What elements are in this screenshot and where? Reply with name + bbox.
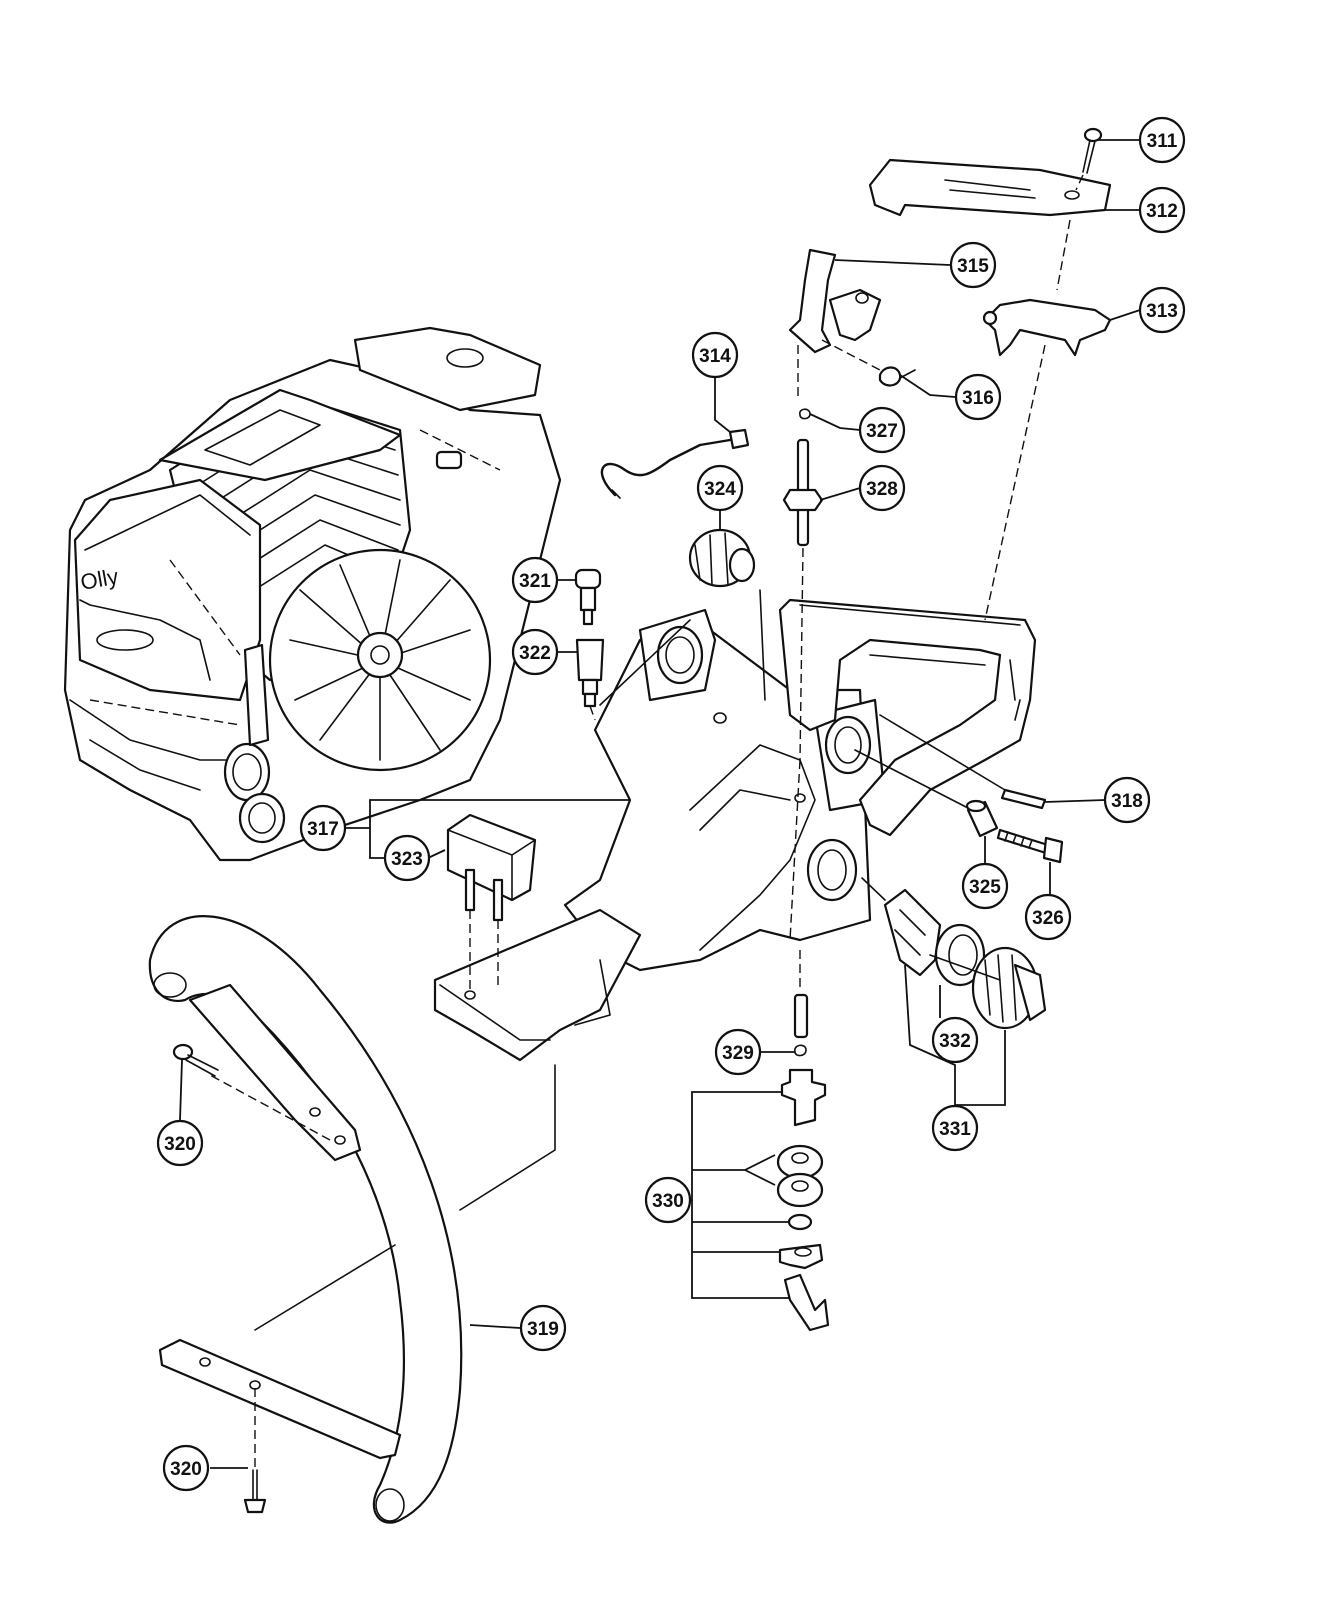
- callout-327-label: 327: [866, 421, 898, 442]
- part-328-pin: [782, 438, 824, 547]
- callout-321-label: 321: [519, 571, 551, 592]
- callout-316: 316: [954, 373, 1002, 421]
- callout-313: 313: [1138, 286, 1186, 334]
- callout-315-label: 315: [957, 256, 989, 277]
- part-326-bolt: [996, 828, 1064, 864]
- callout-332-label: 332: [939, 1031, 971, 1052]
- callout-320-upper: 320: [156, 1119, 204, 1167]
- callout-324: 324: [696, 464, 744, 512]
- callout-329-label: 329: [722, 1043, 754, 1064]
- part-315-throttle-trigger: [788, 248, 882, 354]
- callout-311: 311: [1138, 116, 1186, 164]
- callout-317-label: 317: [307, 819, 339, 840]
- part-313-throttle-latch: [982, 298, 1112, 357]
- part-320-screw-lower: [243, 1469, 267, 1514]
- part-321-plug: [574, 568, 602, 626]
- callout-326: 326: [1024, 893, 1072, 941]
- callout-312: 312: [1138, 186, 1186, 234]
- part-330-av-stack: [776, 1068, 830, 1332]
- callout-331-label: 331: [939, 1119, 971, 1140]
- callout-322-label: 322: [519, 643, 551, 664]
- leader-lines: [179, 139, 1141, 1469]
- callout-318: 318: [1103, 776, 1151, 824]
- callout-331: 331: [931, 1104, 979, 1152]
- callout-329: 329: [714, 1028, 762, 1076]
- part-312-top-cover: [868, 158, 1112, 217]
- callout-314-label: 314: [699, 346, 731, 367]
- callout-315: 315: [949, 241, 997, 289]
- part-311-screw: [1082, 127, 1103, 174]
- callout-312-label: 312: [1146, 201, 1178, 222]
- callout-330: 330: [644, 1176, 692, 1224]
- callout-332: 332: [931, 1016, 979, 1064]
- callout-323-label: 323: [391, 849, 423, 870]
- callout-328: 328: [858, 464, 906, 512]
- part-314-wire: [600, 428, 750, 499]
- part-323-rubber-block: [446, 813, 537, 922]
- part-331-cap-strap: [883, 888, 942, 977]
- callout-319: 319: [519, 1304, 567, 1352]
- callout-320-upper-label: 320: [164, 1134, 196, 1155]
- callout-330-label: 330: [652, 1191, 684, 1212]
- callout-328-label: 328: [866, 479, 898, 500]
- part-325-sleeve: [965, 799, 999, 838]
- part-331-cap: [971, 946, 1047, 1030]
- part-324-av-mount: [688, 528, 756, 588]
- callout-311-label: 311: [1147, 131, 1178, 152]
- callout-323: 323: [383, 834, 431, 882]
- part-329-pin: [793, 993, 809, 1057]
- callout-313-label: 313: [1146, 301, 1178, 322]
- callout-314: 314: [691, 331, 739, 379]
- callout-326-label: 326: [1032, 908, 1064, 929]
- muffler: Olly: [73, 478, 262, 702]
- callout-318-label: 318: [1111, 791, 1143, 812]
- callout-325-label: 325: [969, 877, 1001, 898]
- flywheel-fan: [268, 548, 492, 772]
- part-319-front-handle-bar: [148, 915, 463, 1524]
- callout-316-label: 316: [962, 388, 994, 409]
- callout-320-lower-label: 320: [170, 1459, 202, 1480]
- callout-324-label: 324: [704, 479, 736, 500]
- part-327-clip: [799, 408, 811, 420]
- callout-319-label: 319: [527, 1319, 559, 1340]
- part-322-fitting: [575, 638, 605, 708]
- callout-321: 321: [511, 556, 559, 604]
- part-316-spring: [878, 366, 916, 387]
- engine-block: Olly: [63, 326, 562, 862]
- assembly-lines: [209, 174, 1084, 1470]
- callout-327: 327: [858, 406, 906, 454]
- callout-317: 317: [299, 804, 347, 852]
- callout-320-lower: 320: [162, 1444, 210, 1492]
- rear-handle-tank-assembly: [433, 598, 1037, 1062]
- part-318-pin: [1000, 788, 1047, 810]
- callout-325: 325: [961, 862, 1009, 910]
- callout-322: 322: [511, 628, 559, 676]
- part-320-screw-upper: [172, 1043, 219, 1077]
